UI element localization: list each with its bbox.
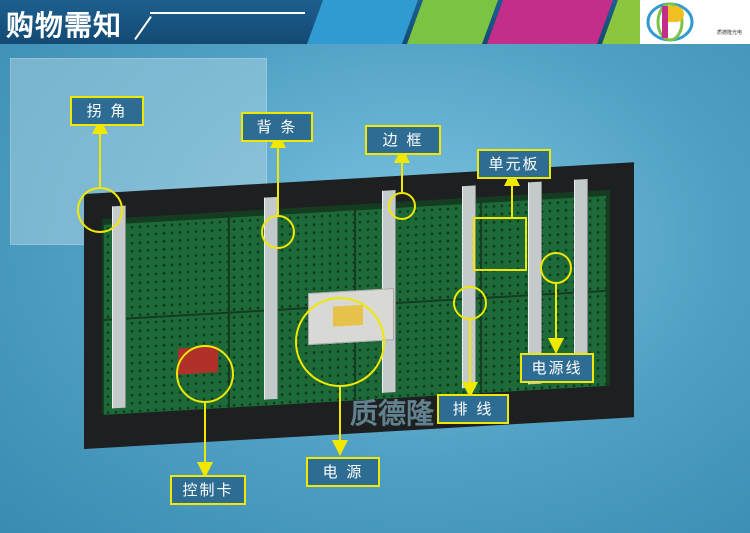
header-bar: 购物需知 质德隆光电 bbox=[0, 0, 750, 44]
label-power-cable: 电源线 bbox=[520, 353, 594, 383]
highlight-frame-edge bbox=[388, 192, 416, 220]
title-underline bbox=[150, 12, 305, 14]
highlight-back-bar bbox=[261, 215, 295, 249]
highlight-unit-board bbox=[473, 217, 527, 271]
label-frame-edge: 边 框 bbox=[365, 125, 441, 155]
brand-logo bbox=[640, 0, 750, 44]
watermark-text: 质德隆 bbox=[350, 397, 435, 430]
highlight-control-card bbox=[176, 345, 234, 403]
logo-text: 质德隆光电 bbox=[717, 30, 743, 36]
highlight-power-supply bbox=[295, 297, 385, 387]
label-corner: 拐 角 bbox=[70, 96, 144, 126]
label-back-bar: 背 条 bbox=[241, 112, 313, 142]
label-ribbon-cable: 排 线 bbox=[437, 394, 509, 424]
highlight-power-cable bbox=[540, 252, 572, 284]
label-unit-board: 单元板 bbox=[477, 149, 551, 179]
highlight-ribbon-cable bbox=[453, 286, 487, 320]
highlight-corner bbox=[77, 187, 123, 233]
logo-mark-icon bbox=[646, 2, 694, 42]
label-power-supply: 电 源 bbox=[306, 457, 380, 487]
label-control-card: 控制卡 bbox=[170, 475, 246, 505]
page-title: 购物需知 bbox=[6, 9, 123, 42]
